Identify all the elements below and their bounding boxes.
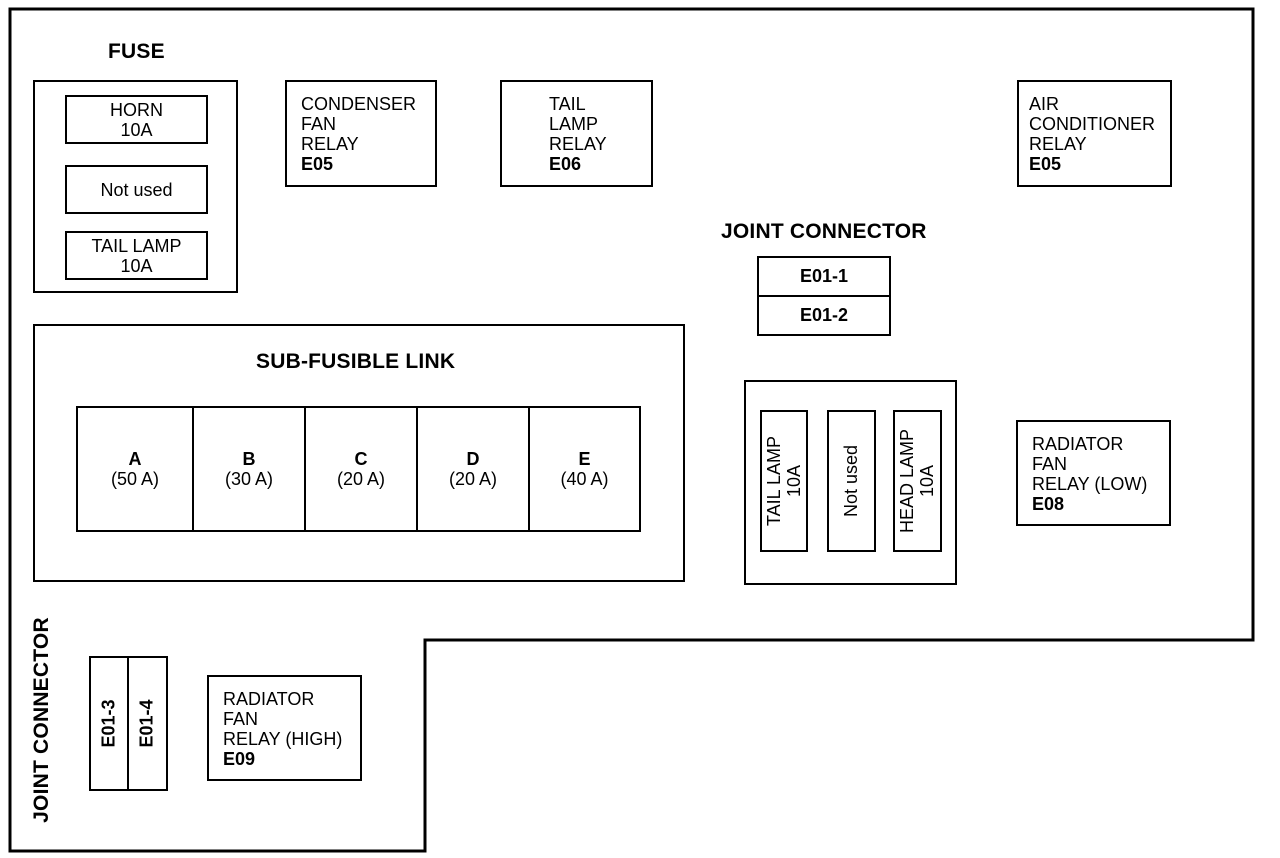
link-letter: E	[578, 449, 591, 469]
fuse-label: TAIL LAMP	[91, 235, 182, 256]
fuse-label: Not used	[100, 179, 173, 200]
fuse-rating: 10A	[784, 464, 804, 498]
fuse-rating: 10A	[917, 464, 938, 498]
fuse-title: FUSE	[108, 40, 165, 63]
fuse-label: HEAD LAMP	[897, 428, 918, 534]
relay-line: FAN	[223, 709, 259, 729]
fusible-link-d: D (20 A)	[418, 408, 530, 530]
connector-label: E01-3	[98, 699, 119, 748]
relay-line: RADIATOR	[223, 689, 315, 709]
fuse-tail-lamp-vertical: TAIL LAMP 10A	[760, 410, 808, 552]
tail-lamp-relay: TAIL LAMP RELAY E06	[500, 80, 653, 187]
fuse-head-lamp-vertical: HEAD LAMP 10A	[893, 410, 942, 552]
fuse-label: TAIL LAMP	[764, 435, 784, 527]
fuse-tail-lamp: TAIL LAMP 10A	[65, 231, 208, 280]
joint-connector-e01-1: E01-1	[757, 256, 891, 297]
fuse-label: Not used	[841, 444, 862, 518]
fuse-not-used: Not used	[65, 165, 208, 214]
link-letter: B	[242, 449, 256, 469]
fuse-rating: 10A	[120, 255, 153, 276]
sub-fusible-link-title: SUB-FUSIBLE LINK	[256, 350, 456, 373]
relay-line: RADIATOR	[1032, 434, 1124, 454]
fusible-link-b: B (30 A)	[194, 408, 306, 530]
relay-line: TAIL	[549, 94, 586, 114]
fuse-horn: HORN 10A	[65, 95, 208, 144]
radiator-fan-relay-low: RADIATOR FAN RELAY (LOW) E08	[1016, 420, 1171, 526]
relay-line: CONDITIONER	[1029, 114, 1155, 134]
relay-code: E06	[549, 154, 582, 174]
relay-line: FAN	[301, 114, 337, 134]
joint-connector-e01-4: E01-4	[127, 656, 168, 791]
link-rating: (50 A)	[110, 469, 160, 489]
joint-connector-e01-3: E01-3	[89, 656, 129, 791]
joint-connector-bottom-title-text: JOINT CONNECTOR	[30, 617, 54, 823]
link-rating: (20 A)	[336, 469, 386, 489]
joint-connector-e01-2: E01-2	[757, 295, 891, 336]
relay-line: FAN	[1032, 454, 1068, 474]
fusible-link-a: A (50 A)	[78, 408, 194, 530]
relay-line: AIR	[1029, 94, 1060, 114]
relay-code: E08	[1032, 494, 1065, 514]
joint-connector-bottom-title: JOINT CONNECTOR	[22, 600, 62, 840]
radiator-fan-relay-high: RADIATOR FAN RELAY (HIGH) E09	[207, 675, 362, 781]
link-letter: A	[128, 449, 142, 469]
fuse-label: HORN	[110, 99, 163, 120]
fuse-not-used-vertical: Not used	[827, 410, 876, 552]
relay-line: RELAY	[549, 134, 607, 154]
air-conditioner-relay: AIR CONDITIONER RELAY E05	[1017, 80, 1172, 187]
connector-label: E01-1	[799, 266, 849, 286]
joint-connector-top-title: JOINT CONNECTOR	[721, 220, 927, 243]
connector-label: E01-2	[799, 305, 849, 325]
relay-code: E05	[301, 154, 334, 174]
link-rating: (20 A)	[448, 469, 498, 489]
link-rating: (30 A)	[224, 469, 274, 489]
relay-line: CONDENSER	[301, 94, 417, 114]
link-letter: C	[354, 449, 368, 469]
relay-line: RELAY	[301, 134, 359, 154]
connector-label: E01-4	[137, 699, 158, 748]
fuse-rating: 10A	[120, 119, 153, 140]
relay-line: RELAY (LOW)	[1032, 474, 1148, 494]
condenser-fan-relay: CONDENSER FAN RELAY E05	[285, 80, 437, 187]
relay-code: E05	[1029, 154, 1062, 174]
relay-line: RELAY (HIGH)	[223, 729, 343, 749]
relay-line: RELAY	[1029, 134, 1087, 154]
fusible-link-e: E (40 A)	[530, 408, 639, 530]
fusible-link-c: C (20 A)	[306, 408, 418, 530]
relay-line: LAMP	[549, 114, 599, 134]
link-rating: (40 A)	[560, 469, 609, 489]
link-letter: D	[466, 449, 480, 469]
relay-code: E09	[223, 749, 256, 769]
sub-fusible-link-block: A (50 A) B (30 A) C (20 A) D (20 A) E (4…	[76, 406, 641, 532]
vertical-fuse-text: HEAD LAMP 10A	[865, 429, 969, 533]
